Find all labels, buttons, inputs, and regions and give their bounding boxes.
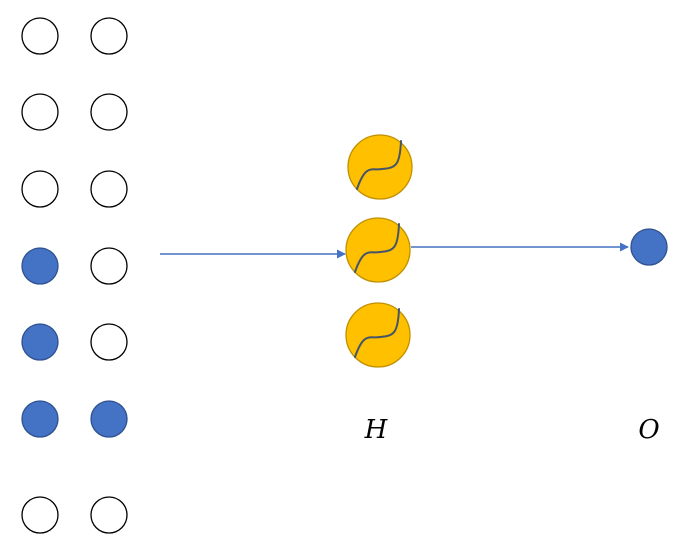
input-node-active — [21, 400, 59, 438]
input-node-active — [90, 400, 128, 438]
input-node-inactive — [90, 17, 128, 55]
hidden-layer — [345, 134, 413, 368]
hidden-node — [347, 134, 413, 200]
sigmoid-curve-icon — [354, 308, 400, 358]
hidden-node-circle — [347, 134, 413, 200]
input-node-inactive — [21, 496, 59, 534]
input-node-inactive — [90, 496, 128, 534]
output-layer-label: O — [638, 415, 659, 445]
hidden-node-circle — [345, 302, 411, 368]
input-node-inactive — [90, 93, 128, 131]
input-node-inactive — [21, 93, 59, 131]
input-node-active — [21, 247, 59, 285]
input-node-inactive — [21, 170, 59, 208]
input-grid — [21, 17, 128, 534]
hidden-node-circle — [345, 217, 411, 283]
hidden-layer-label: H — [364, 415, 389, 445]
sigmoid-curve-icon — [356, 140, 402, 190]
hidden-node — [345, 302, 411, 368]
input-node-active — [21, 323, 59, 361]
output-node — [630, 228, 668, 266]
input-node-inactive — [90, 170, 128, 208]
hidden-node — [345, 217, 411, 283]
input-node-inactive — [21, 17, 59, 55]
output-layer — [630, 228, 668, 266]
sigmoid-curve-icon — [354, 223, 400, 273]
input-node-inactive — [90, 247, 128, 285]
input-node-inactive — [90, 323, 128, 361]
